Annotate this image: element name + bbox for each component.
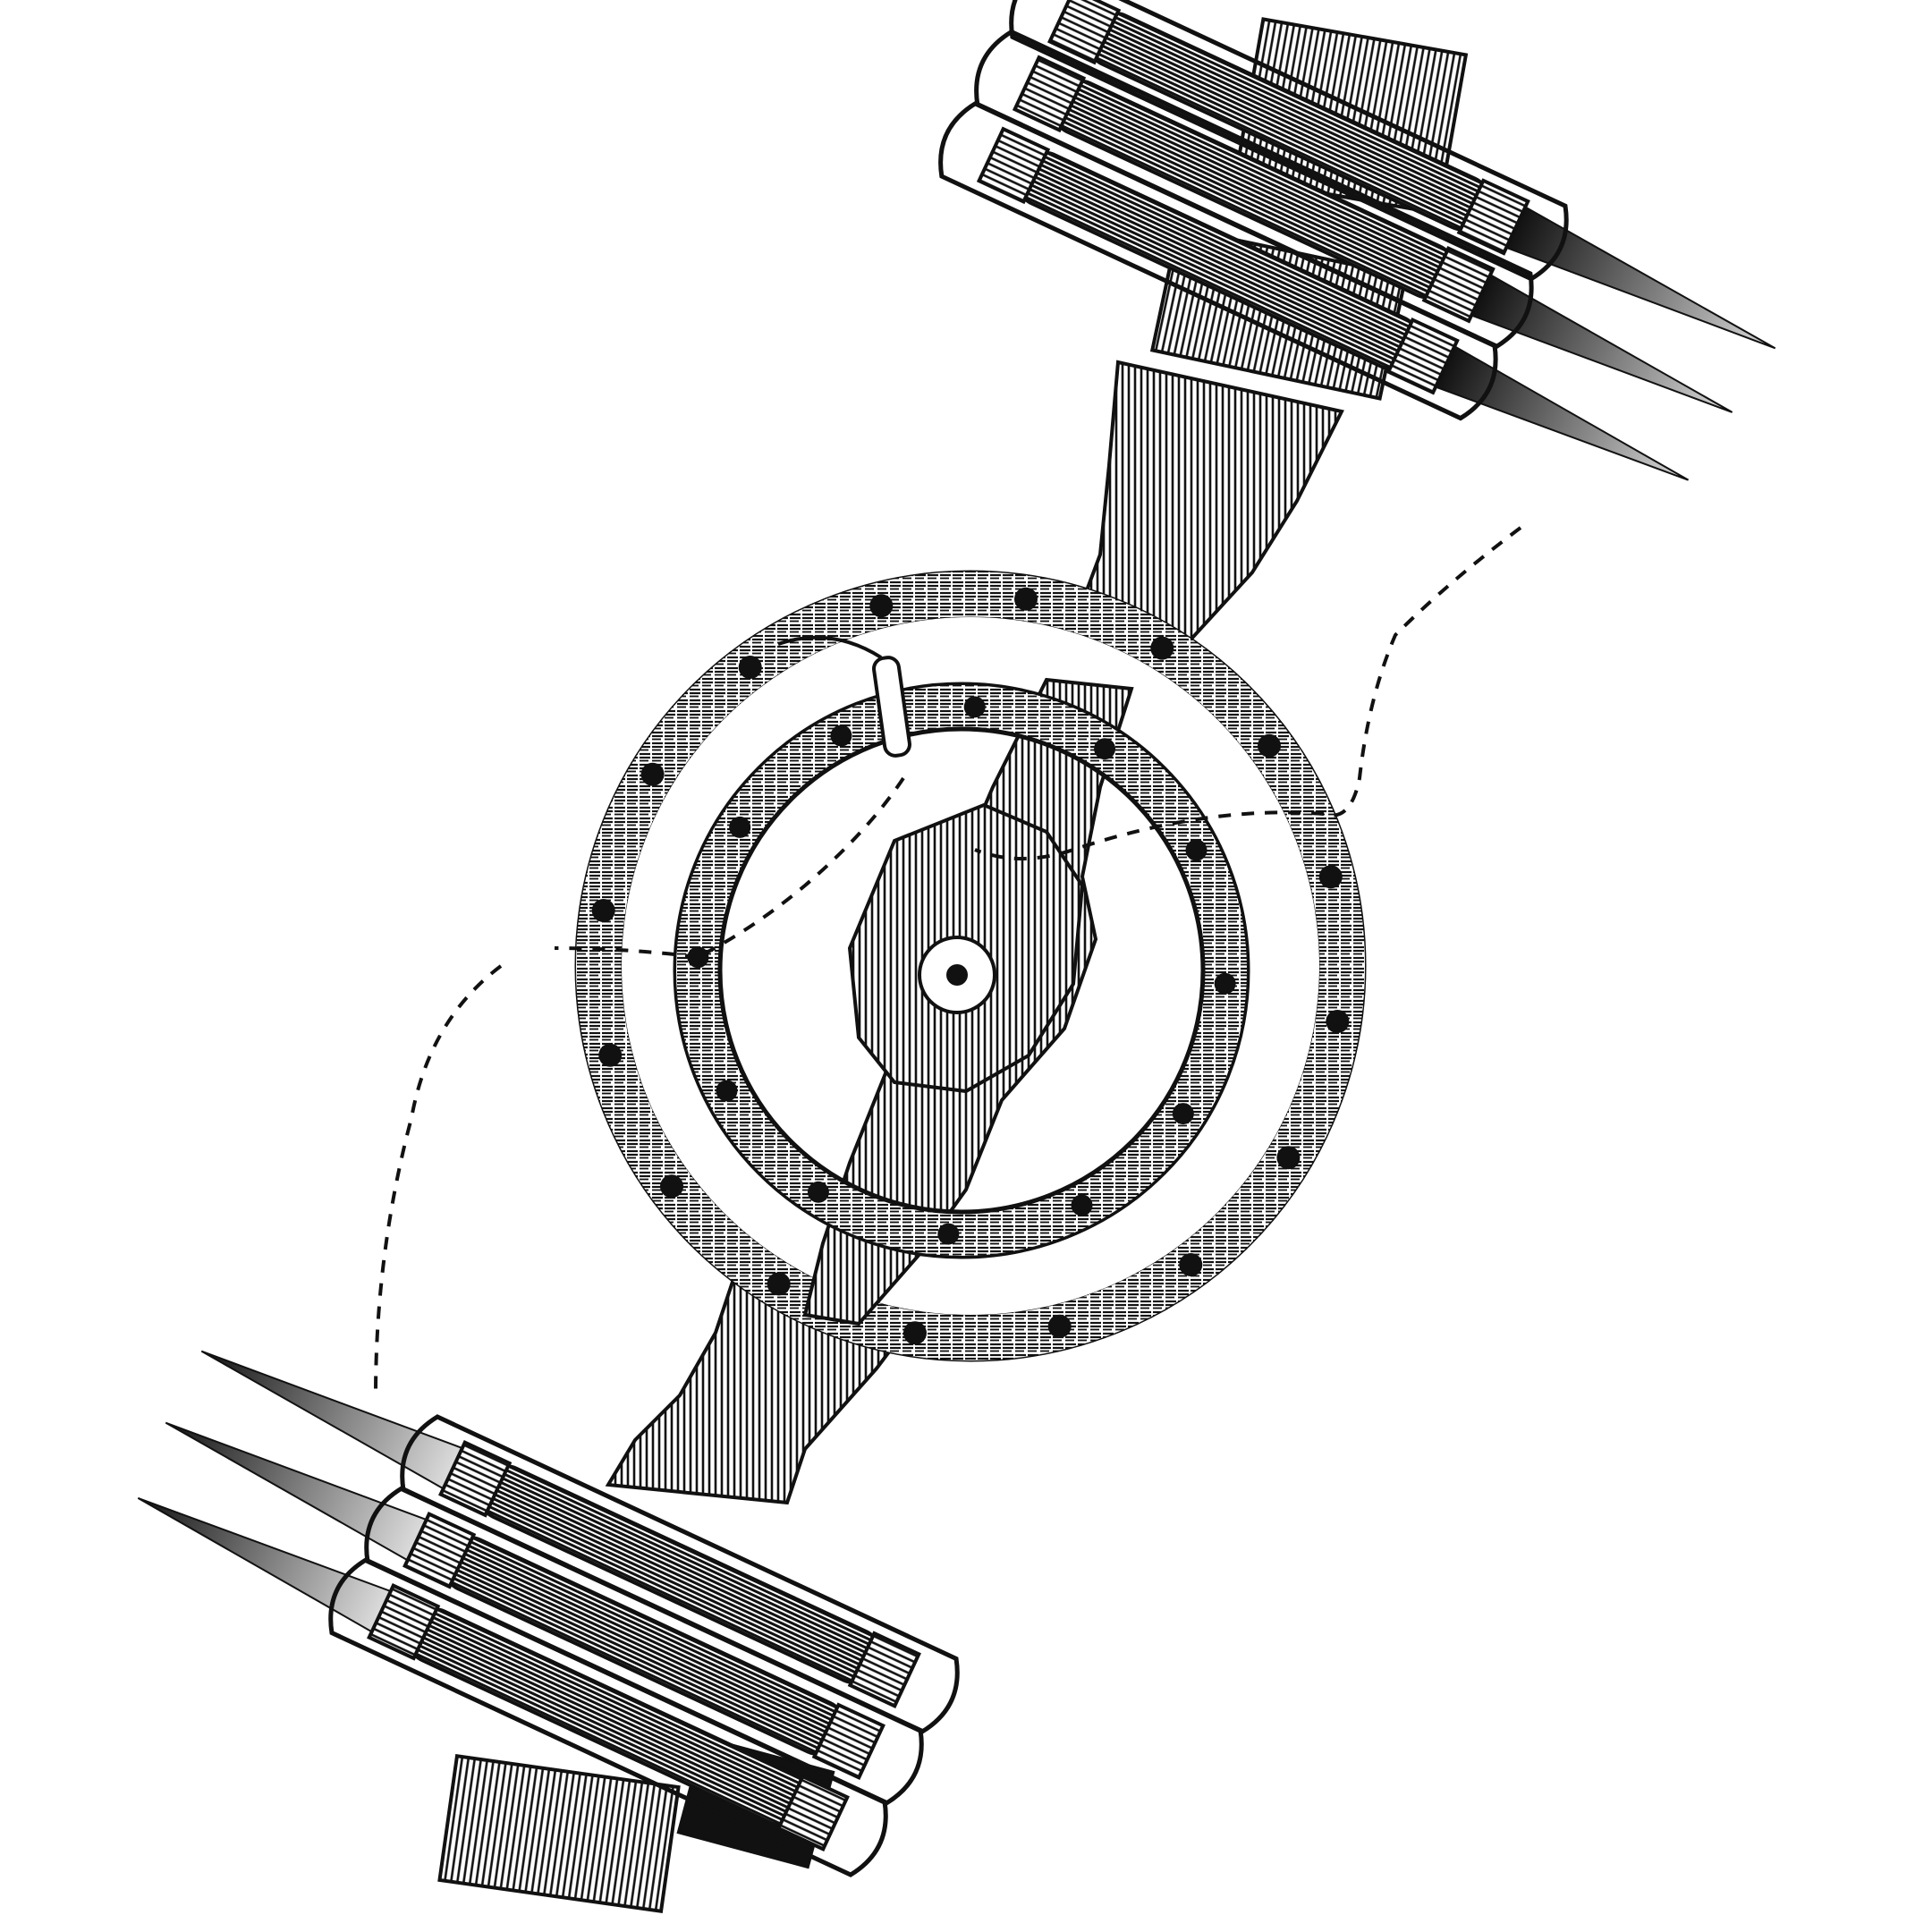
bolt (1258, 733, 1281, 758)
center-hub (847, 802, 1085, 1094)
outer-ring-bolts (591, 587, 1350, 1345)
bolt (640, 762, 665, 786)
bolt (869, 594, 894, 618)
bolt (903, 1321, 927, 1345)
bolt (1071, 1194, 1093, 1216)
bolt (660, 1174, 683, 1199)
bolt (1276, 1146, 1301, 1170)
bolt (591, 899, 615, 922)
bolt (1214, 972, 1236, 995)
lower-tube-1 (200, 1350, 960, 1734)
bolt (1014, 587, 1038, 611)
lower-tube-2 (165, 1421, 924, 1806)
bolt (1185, 839, 1208, 861)
upper-tube-2 (974, 29, 1733, 413)
lower-tube-3 (137, 1496, 888, 1877)
inner-ring-bolts (687, 696, 1236, 1245)
inner-ring (673, 682, 1250, 1259)
bolt (830, 724, 852, 747)
bolt (1094, 738, 1116, 760)
upper-brush-assembly (938, 0, 1776, 481)
bolt (1047, 1314, 1072, 1338)
bolt (963, 696, 986, 718)
bolt (598, 1043, 623, 1067)
bolt (1318, 865, 1343, 889)
bolt (767, 1272, 791, 1296)
bolt (1172, 1103, 1194, 1125)
bolt (738, 656, 762, 679)
bolt (937, 1223, 960, 1245)
bolt (687, 946, 709, 969)
bolt (716, 1080, 738, 1102)
bolt (1326, 1010, 1350, 1033)
bolt (1150, 636, 1174, 660)
bolt (729, 816, 751, 838)
lower-brush-assembly (137, 1350, 960, 1913)
upper-tube-3 (938, 100, 1690, 481)
bolt (807, 1181, 829, 1203)
dashed-wiring (374, 526, 1522, 1396)
bolt (1179, 1253, 1203, 1276)
terminal-plug (777, 635, 911, 758)
